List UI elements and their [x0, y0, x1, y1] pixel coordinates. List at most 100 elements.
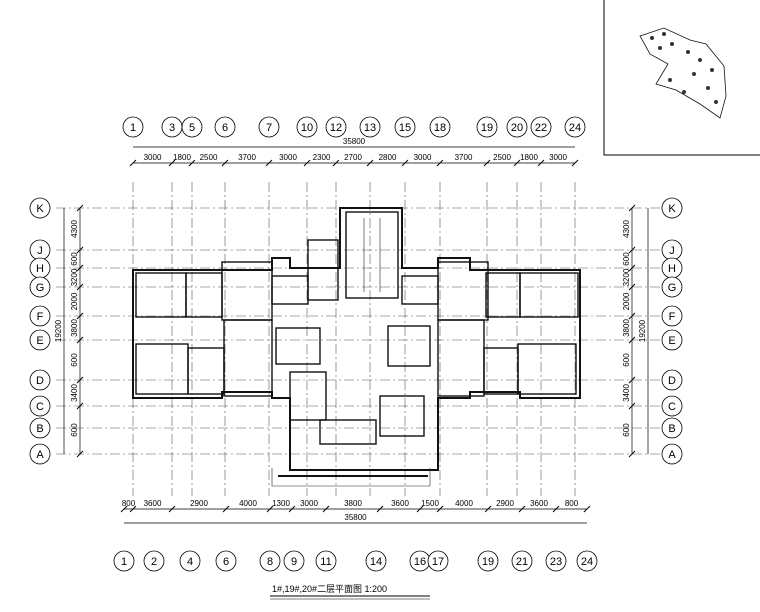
- top-axis-label: 5: [189, 122, 195, 134]
- right-axis-label: G: [668, 282, 677, 294]
- bottom-dim-tick: [518, 505, 526, 513]
- bottom-axis-bubble: [143, 550, 165, 572]
- bottom-axis-bubble: [576, 550, 598, 572]
- left-dim-tick: [76, 402, 84, 410]
- drawing-title: 1#,19#,20#二层平面图 1:200: [272, 584, 387, 594]
- bottom-axis-label: 23: [550, 556, 562, 568]
- top-axis-bubble: [530, 116, 552, 138]
- grid-lines: [56, 182, 660, 496]
- top-axis-label: 10: [301, 122, 313, 134]
- top-axis-label: 18: [434, 122, 446, 134]
- top-axis-bubble: [476, 116, 498, 138]
- left-dim-tick: [76, 336, 84, 344]
- right-dim-value: 600: [622, 252, 631, 266]
- right-axis-bubble: [661, 443, 683, 465]
- top-dim-tick: [401, 159, 409, 167]
- top-dim-tick: [537, 159, 545, 167]
- right-dim-value: 3200: [622, 268, 631, 286]
- bottom-dim-value: 4000: [239, 499, 257, 508]
- top-dim-tick: [221, 159, 229, 167]
- left-dim-value: 600: [70, 252, 79, 266]
- right-dim-value: 2000: [622, 292, 631, 310]
- left-axis-label: A: [36, 449, 44, 461]
- bottom-dim-value: 3000: [300, 499, 318, 508]
- building-outline: [132, 207, 581, 487]
- bottom-axis-bubble: [315, 550, 337, 572]
- right-axis-bubble: [661, 276, 683, 298]
- left-dim-value: 600: [70, 423, 79, 437]
- right-axis-label: E: [668, 335, 675, 347]
- top-dim-value: 2700: [344, 153, 362, 162]
- top-dim-value: 3000: [144, 153, 162, 162]
- bottom-dim-value: 1500: [421, 499, 439, 508]
- top-axis-label: 6: [222, 122, 228, 134]
- right-dim-value: 600: [622, 353, 631, 367]
- top-dim-tick: [168, 159, 176, 167]
- bottom-axis-label: 4: [187, 556, 193, 568]
- top-dim-tick: [436, 159, 444, 167]
- bottom-dim-tick: [484, 505, 492, 513]
- top-axis-bubble: [325, 116, 347, 138]
- right-axis-label: D: [668, 375, 676, 387]
- right-axis-label: H: [668, 263, 676, 275]
- bottom-axis-label: 19: [482, 556, 494, 568]
- right-axis-label: J: [669, 245, 675, 257]
- top-axis-label: 19: [481, 122, 493, 134]
- bottom-dim-tick: [376, 505, 384, 513]
- top-axis-bubble: [214, 116, 236, 138]
- top-axis-bubble: [564, 116, 586, 138]
- bottom-axis-label: 17: [432, 556, 444, 568]
- bottom-axis-label: 11: [320, 556, 331, 568]
- right-axis-label: A: [668, 449, 676, 461]
- right-dim-value: 3800: [622, 319, 631, 337]
- left-dim-tick: [76, 450, 84, 458]
- bottom-axis-bubble: [365, 550, 387, 572]
- left-axis-label: J: [37, 245, 43, 257]
- top-dim-value: 2500: [200, 153, 218, 162]
- key-plan-inset: [603, 0, 760, 156]
- bottom-dim-value: 3600: [391, 499, 409, 508]
- right-dim-value: 3400: [622, 384, 631, 402]
- left-axis-bubble: [29, 395, 51, 417]
- top-dim-tick: [303, 159, 311, 167]
- bottom-dim-tick: [266, 505, 274, 513]
- right-axis-label: C: [668, 401, 676, 413]
- top-dim-tick: [129, 159, 137, 167]
- top-dim-tick: [483, 159, 491, 167]
- left-dim-tick: [76, 312, 84, 320]
- bottom-axis-label: 2: [151, 556, 157, 568]
- bottom-dim-value: 4000: [455, 499, 473, 508]
- left-axis-bubble: [29, 329, 51, 351]
- right-axis-label: B: [668, 423, 675, 435]
- right-axis-bubble: [661, 197, 683, 219]
- right-dim-tick: [628, 402, 636, 410]
- left-dim-value: 3200: [70, 268, 79, 286]
- bottom-axis-label: 21: [516, 556, 528, 568]
- top-dim-value: 2800: [379, 153, 397, 162]
- right-dim-total: 19200: [638, 319, 647, 342]
- top-dim-value: 3000: [549, 153, 567, 162]
- bottom-axis-label: 6: [223, 556, 229, 568]
- top-axis-bubble: [181, 116, 203, 138]
- left-dim-tick: [76, 246, 84, 254]
- left-axis-bubble: [29, 276, 51, 298]
- top-axis-bubble: [394, 116, 416, 138]
- left-dim-value: 3800: [70, 319, 79, 337]
- top-axis-bubble: [296, 116, 318, 138]
- bottom-dim-tick: [322, 505, 330, 513]
- left-axis-bubble: [29, 197, 51, 219]
- right-axis-bubble: [661, 305, 683, 327]
- left-dim-value: 3400: [70, 384, 79, 402]
- bottom-dim-total: 35800: [344, 513, 367, 522]
- right-axis-label: K: [668, 203, 676, 215]
- bottom-axis-bubble: [477, 550, 499, 572]
- top-dim-value: 2300: [313, 153, 331, 162]
- bottom-dim-tick: [552, 505, 560, 513]
- right-dim-tick: [628, 204, 636, 212]
- left-axis-label: K: [36, 203, 44, 215]
- top-dim-tick: [265, 159, 273, 167]
- bottom-dim-tick: [120, 505, 128, 513]
